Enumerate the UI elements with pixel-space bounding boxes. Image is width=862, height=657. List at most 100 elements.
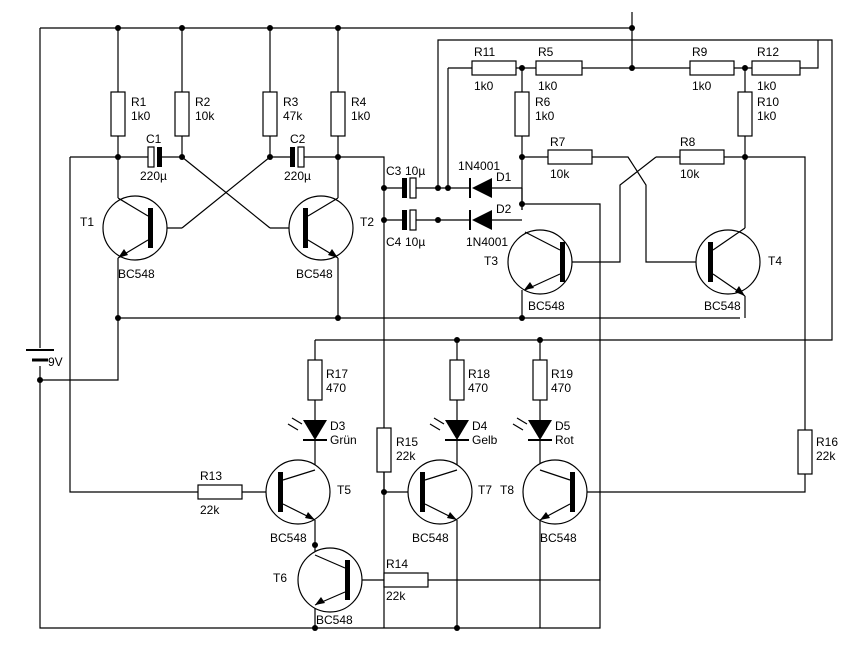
resistor-r13: [197, 484, 243, 500]
t6-type: BC548: [316, 613, 353, 627]
transistors: [102, 195, 761, 613]
transistor-t1: [102, 195, 168, 261]
r3-name: R3: [283, 95, 299, 109]
t5-type: BC548: [270, 531, 307, 545]
resistor-r17: [307, 359, 323, 401]
t3-name: T3: [484, 254, 498, 268]
c3-name: C3: [386, 164, 402, 178]
d2-type: 1N4001: [466, 235, 508, 249]
d5-name: D5: [555, 419, 571, 433]
t3-type: BC548: [528, 299, 565, 313]
t6-name: T6: [273, 571, 287, 585]
resistor-r16: [797, 429, 813, 475]
r15-value: 22k: [396, 449, 416, 463]
d2-name: D2: [496, 202, 512, 216]
c3-value: 10µ: [405, 164, 425, 178]
r19-name: R19: [551, 367, 573, 381]
r18-name: R18: [468, 367, 490, 381]
resistor-r3: [262, 91, 278, 137]
diode-d2: [469, 210, 492, 230]
leds: [287, 417, 552, 441]
resistor-r10: [737, 91, 753, 137]
t1-type: BC548: [118, 267, 155, 281]
c2-name: C2: [290, 132, 306, 146]
r2-name: R2: [195, 95, 211, 109]
r8-name: R8: [680, 135, 696, 149]
r4-name: R4: [351, 95, 367, 109]
d1-name: D1: [496, 170, 512, 184]
capacitor-c1: [147, 146, 155, 168]
led-d3: [287, 417, 327, 441]
c2-value: 220µ: [284, 169, 311, 183]
r3-value: 47k: [283, 109, 303, 123]
resistor-r14: [383, 572, 429, 588]
r10-name: R10: [757, 95, 779, 109]
labels: T1 BC548 T2 BC548 T3 BC548 T4 BC548 T5 B…: [80, 45, 838, 627]
transistor-t5: [265, 459, 331, 525]
battery: 9V: [26, 349, 63, 369]
r14-name: R14: [386, 557, 408, 571]
r1-value: 1k0: [131, 109, 151, 123]
r16-name: R16: [816, 435, 838, 449]
r9-value: 1k0: [692, 79, 712, 93]
r11-name: R11: [474, 45, 495, 59]
resistor-r1: [110, 91, 126, 137]
t2-type: BC548: [296, 267, 333, 281]
r13-value: 22k: [200, 503, 220, 517]
diode-d1: [469, 178, 492, 198]
resistor-r8: [679, 149, 725, 165]
junctions: [37, 25, 748, 631]
r4-value: 1k0: [351, 109, 371, 123]
resistor-r2: [174, 91, 190, 137]
transistor-t8: [522, 459, 588, 525]
t1-name: T1: [80, 215, 94, 229]
transistor-t3: [507, 229, 573, 295]
r2-value: 10k: [195, 109, 215, 123]
transistor-t2: [288, 195, 354, 261]
r14-value: 22k: [386, 589, 406, 603]
d3-name: D3: [330, 419, 346, 433]
resistors: [110, 60, 813, 588]
led-d5: [512, 417, 552, 441]
r6-value: 1k0: [535, 109, 555, 123]
t2-name: T2: [360, 215, 374, 229]
r11-value: 1k0: [474, 79, 494, 93]
d3-color: Grün: [330, 433, 357, 447]
battery-label: 9V: [48, 355, 63, 369]
r5-name: R5: [538, 45, 554, 59]
d5-color: Rot: [555, 433, 574, 447]
diodes: [469, 178, 492, 230]
t4-type: BC548: [704, 299, 741, 313]
transistor-t7: [407, 459, 473, 525]
r1-name: R1: [131, 95, 147, 109]
r13-name: R13: [200, 469, 222, 483]
t7-name: T7: [478, 483, 492, 497]
resistor-r19: [532, 359, 548, 401]
r9-name: R9: [692, 45, 708, 59]
transistor-t4: [695, 227, 761, 297]
resistor-r12: [751, 60, 801, 76]
r12-name: R12: [757, 45, 779, 59]
resistor-r7: [547, 149, 593, 165]
t7-type: BC548: [412, 531, 449, 545]
c4-name: C4: [386, 235, 402, 249]
r18-value: 470: [468, 381, 488, 395]
r7-value: 10k: [550, 167, 570, 181]
capacitor-c2: [290, 147, 295, 167]
resistor-r6: [514, 91, 530, 137]
d4-name: D4: [472, 419, 488, 433]
r6-name: R6: [535, 95, 551, 109]
d4-color: Gelb: [472, 433, 498, 447]
capacitor-c3: [402, 178, 407, 198]
capacitors: [147, 146, 417, 231]
r17-name: R17: [326, 367, 348, 381]
t4-name: T4: [768, 254, 782, 268]
c1-name: C1: [146, 132, 162, 146]
resistor-r15: [376, 427, 392, 473]
r10-value: 1k0: [757, 109, 777, 123]
capacitor-c4: [402, 210, 407, 230]
c1-value: 220µ: [140, 169, 167, 183]
led-d4: [429, 417, 469, 441]
r5-value: 1k0: [538, 79, 558, 93]
